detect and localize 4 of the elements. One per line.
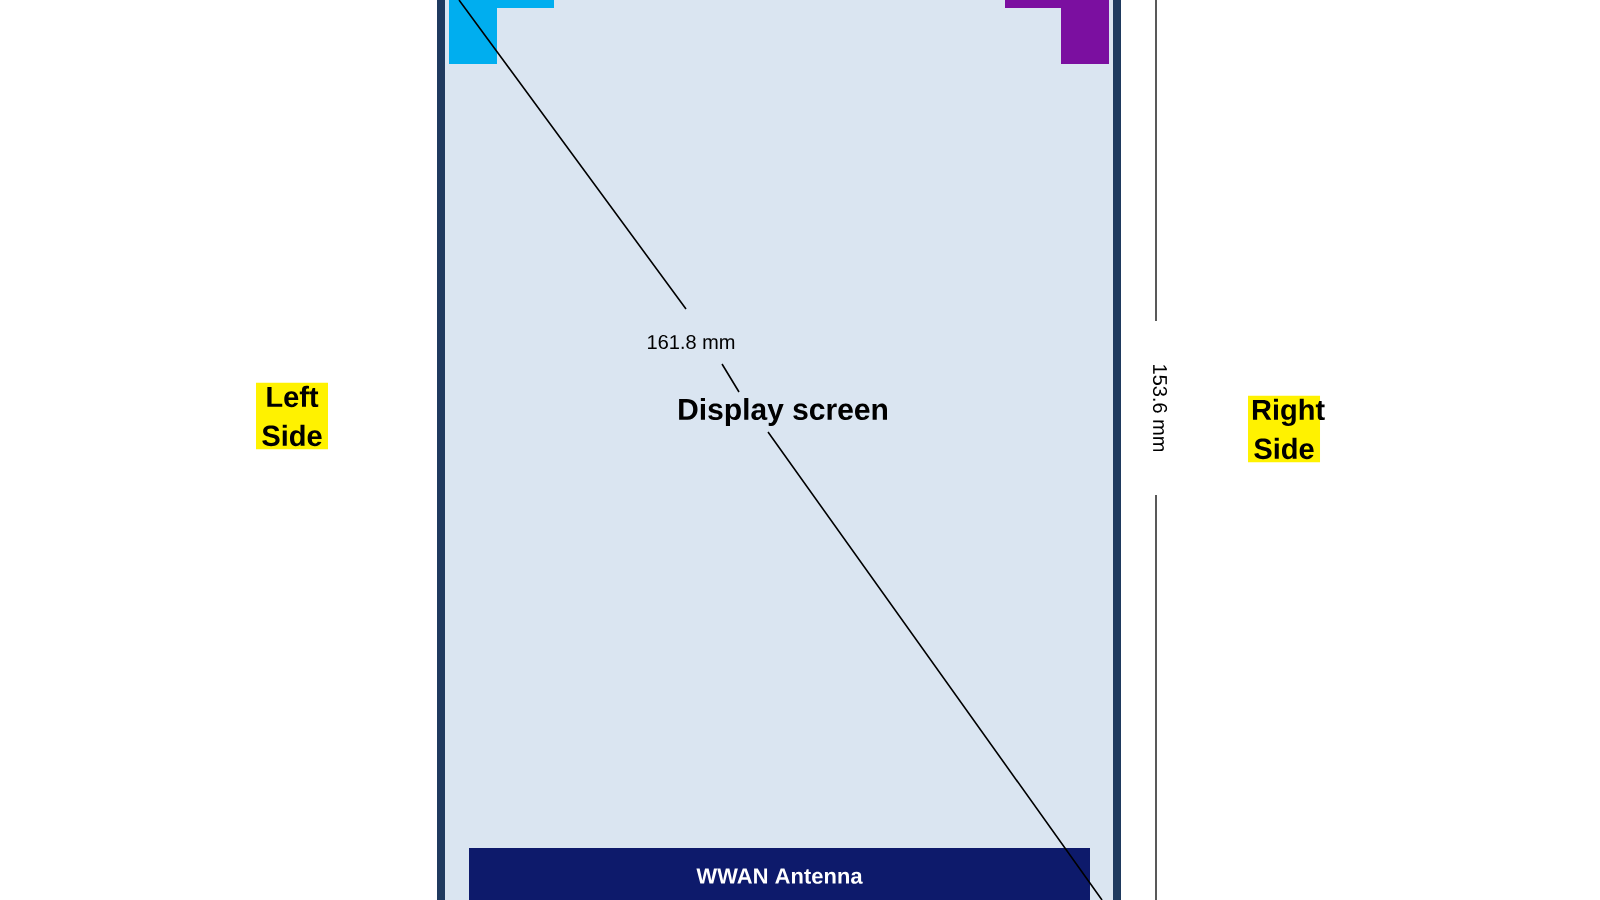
side-label: Left Side	[256, 382, 328, 450]
antenna-bar: WWAN Antenna	[469, 848, 1090, 900]
dimension-label: 153.6 mm	[1152, 365, 1168, 452]
dimension-label: 161.8 mm	[648, 334, 735, 350]
